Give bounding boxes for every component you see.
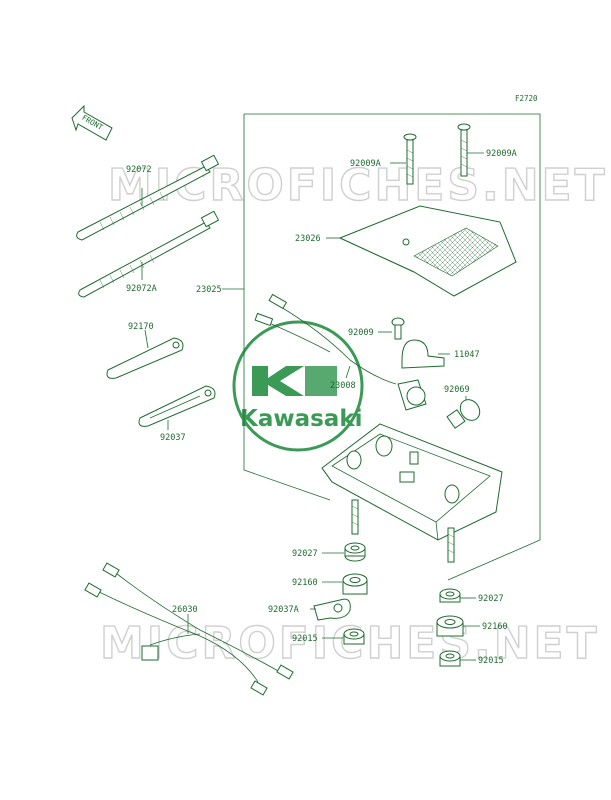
- label-92037a: 92037A: [268, 605, 299, 615]
- bulb-92069: [446, 399, 481, 429]
- clamp-92170: [106, 337, 184, 379]
- label-92027-1: 92027: [292, 549, 318, 559]
- clamp-92037a: [313, 598, 351, 621]
- stud-left: [351, 499, 359, 535]
- lamp-base-housing: [321, 423, 503, 541]
- cable-tie-92072a: [78, 210, 220, 298]
- label-92015-2: 92015: [478, 656, 504, 666]
- label-92072: 92072: [126, 165, 152, 175]
- assembly-outline: [243, 113, 541, 581]
- label-92037: 92037: [160, 433, 186, 443]
- label-92027-2: 92027: [478, 594, 504, 604]
- screw-92009a-right: [457, 123, 471, 177]
- label-11047: 11047: [454, 350, 480, 360]
- label-92069: 92069: [444, 385, 470, 395]
- grommet-92027-right: [439, 588, 461, 603]
- label-23025: 23025: [196, 285, 222, 295]
- wire-23008: [254, 293, 397, 385]
- label-92015-1: 92015: [292, 634, 318, 644]
- stud-right: [447, 527, 455, 563]
- harness-26030: [84, 562, 294, 696]
- label-92170: 92170: [128, 322, 154, 332]
- label-23026: 23026: [295, 234, 321, 244]
- label-92160-1: 92160: [292, 578, 318, 588]
- watermark-top: MICROFICHES.NET: [108, 160, 608, 211]
- clamp-92037: [138, 385, 216, 427]
- lens-cover-23026: [338, 205, 517, 297]
- grommet-92160-left: [342, 573, 368, 595]
- label-92160-2: 92160: [482, 622, 508, 632]
- label-23008: 23008: [330, 381, 356, 391]
- socket: [397, 379, 427, 411]
- screw-92009a-left: [403, 133, 417, 185]
- label-92009a-1: 92009A: [350, 159, 381, 169]
- label-26030: 26030: [172, 605, 198, 615]
- front-arrow-icon: FRONT: [71, 104, 113, 141]
- screw-92009: [391, 317, 405, 340]
- figure-ref: F2720: [515, 94, 538, 103]
- kawasaki-logo: Kawasaki: [232, 320, 364, 452]
- clamp-11047: [401, 339, 445, 369]
- label-92009: 92009: [348, 328, 374, 338]
- nut-92015-right: [439, 650, 461, 667]
- grommet-92027-left: [344, 542, 366, 562]
- kawasaki-logo-text: Kawasaki: [240, 406, 363, 432]
- grommet-92160-right: [436, 615, 464, 637]
- label-92072a: 92072A: [126, 284, 157, 294]
- label-92009a-2: 92009A: [486, 149, 517, 159]
- nut-92015-left: [343, 628, 365, 645]
